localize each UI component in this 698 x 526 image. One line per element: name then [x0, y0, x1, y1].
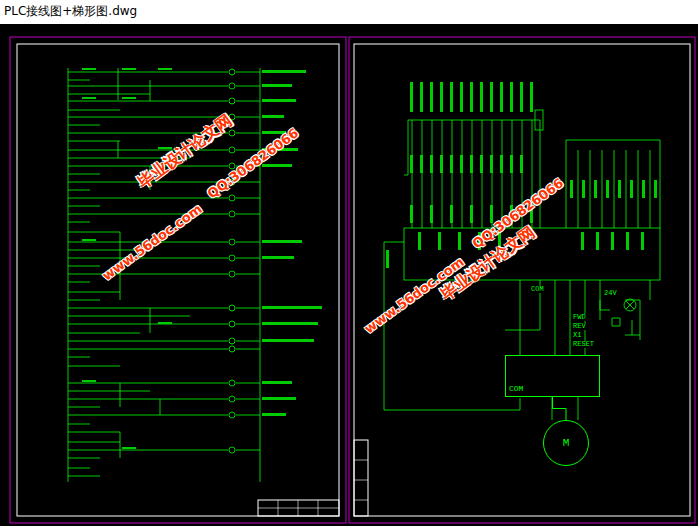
watermark: QQ:306826066	[205, 126, 301, 200]
node-text: M	[563, 438, 570, 449]
signal-name: FWD	[572, 314, 587, 321]
signal-name: RESET	[572, 341, 595, 348]
inverter-box: COM	[505, 355, 600, 397]
motor-symbol: M	[543, 420, 589, 466]
window-title: PLC接线图+梯形图.dwg	[4, 5, 137, 17]
signal-name: REV	[572, 323, 587, 330]
terminal-name: COM	[530, 286, 545, 293]
signal-name: X1	[572, 332, 582, 339]
voltage-label: 24V	[603, 290, 618, 297]
wire-connector	[553, 397, 567, 420]
node-text: COM	[509, 385, 523, 393]
